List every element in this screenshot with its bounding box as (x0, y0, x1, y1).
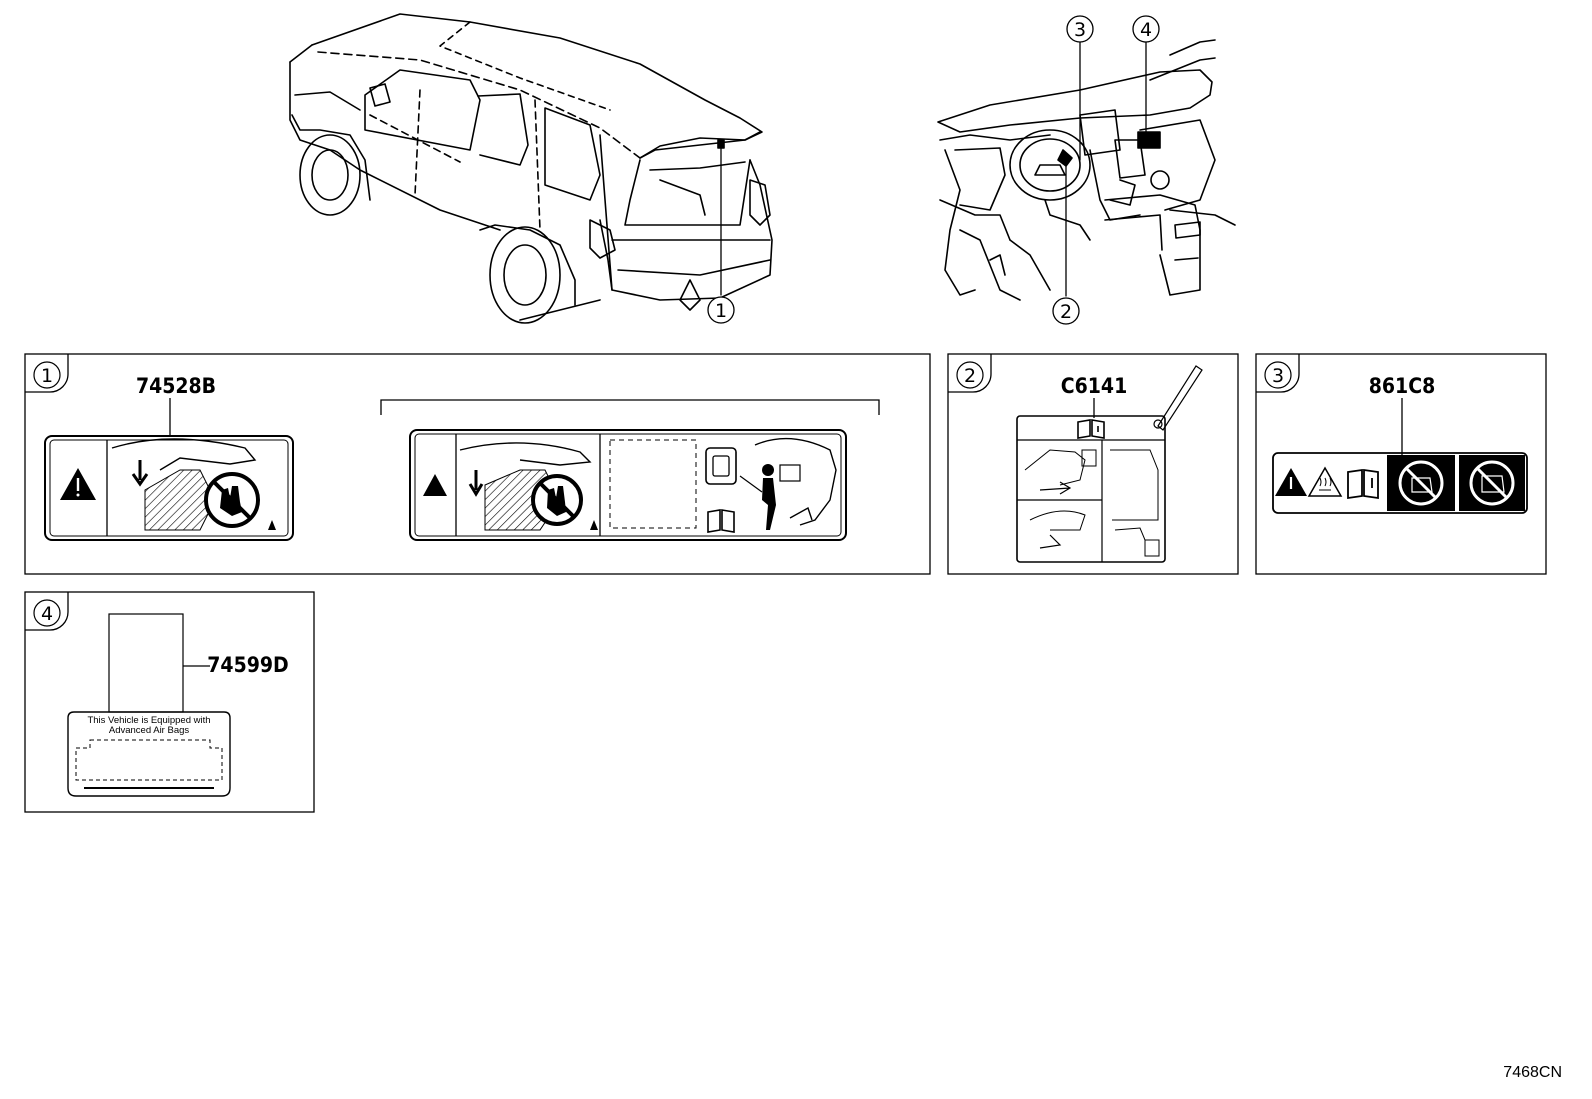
panel-3: 3 861C8 (1255, 353, 1547, 575)
callout-3-dashboard: 3 (1066, 15, 1094, 43)
no-hand-icon (204, 472, 260, 528)
label-74599d: This Vehicle is Equipped with Advanced A… (67, 613, 231, 797)
panel-3-part-number: 861C8 (1369, 374, 1435, 398)
callout-2-dashboard: 2 (1052, 297, 1080, 325)
label-74528b-large (409, 429, 847, 541)
diagram-code: 7468CN (1503, 1064, 1562, 1081)
dashboard-illustration (937, 39, 1236, 301)
airbag-label-line-1: This Vehicle is Equipped with (87, 715, 210, 726)
hot-surface-icon (1307, 466, 1343, 497)
panel-2-number: 2 (964, 365, 976, 387)
panel-4: 4 74599D This Vehicle is Equipped with A… (24, 591, 315, 813)
label-c6141 (1016, 415, 1166, 563)
callout-2-number: 2 (1060, 301, 1072, 323)
callout-4-number: 4 (1140, 19, 1152, 41)
callout-3-number: 3 (1074, 19, 1086, 41)
callout-1-number: 1 (715, 300, 727, 322)
no-hand-icon (531, 474, 583, 526)
panel-1-part-number: 74528B (136, 374, 216, 398)
label-861c8 (1272, 452, 1528, 514)
callout-1-vehicle: 1 (707, 296, 735, 324)
manual-book-icon (1347, 468, 1379, 500)
panel-1-number: 1 (41, 365, 53, 387)
panel-3-number: 3 (1272, 365, 1284, 387)
airbag-label-line-2: Advanced Air Bags (109, 725, 190, 736)
manual-book-icon (1077, 419, 1105, 439)
manual-book-icon (707, 509, 735, 533)
panel-2-part-number: C6141 (1061, 374, 1127, 398)
panel-2: 2 C6141 (947, 353, 1239, 575)
callout-4-dashboard: 4 (1132, 15, 1160, 43)
panel-4-part-number: 74599D (207, 653, 288, 677)
label-74528b-small (44, 435, 294, 541)
warning-triangle-icon (423, 474, 447, 496)
panel-4-number: 4 (41, 603, 53, 625)
vehicle-illustration (289, 13, 773, 324)
panel-1: 1 74528B (24, 353, 931, 575)
